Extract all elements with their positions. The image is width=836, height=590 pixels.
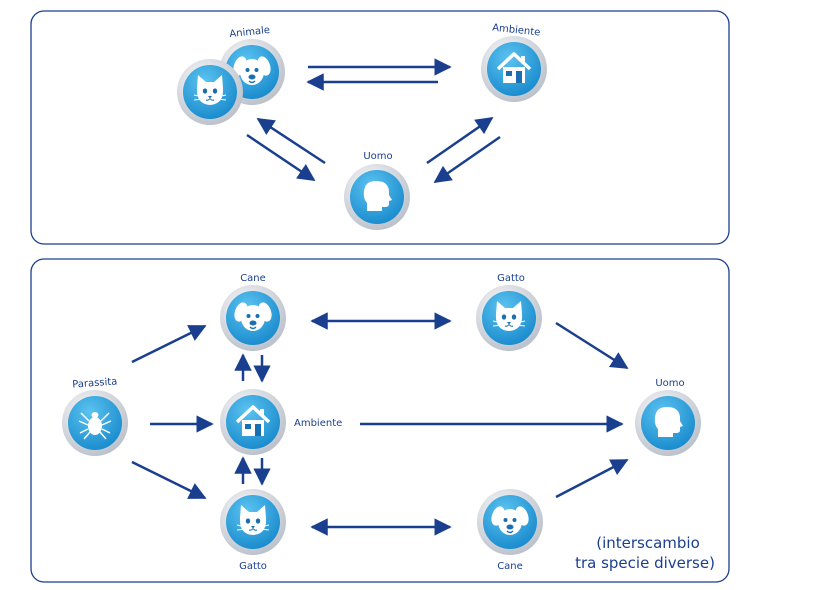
arrow-uomo-to-ambiente [426, 116, 494, 165]
arrow-ambiente-to-uomo [433, 135, 501, 184]
arrow-parassita-to-cane [131, 324, 207, 364]
node-cane-top [220, 285, 286, 351]
label-uomo-bottom: Uomo [655, 378, 684, 389]
note-line-1: (interscambio [596, 534, 700, 552]
label-cane-top: Cane [240, 273, 266, 284]
node-cane-bottom [477, 489, 543, 555]
arrow-animale-to-uomo [246, 133, 316, 182]
node-uomo-bottom [635, 390, 701, 456]
node-ambiente-bottom [220, 389, 286, 455]
node-uomo-top [344, 164, 410, 230]
label-gatto-bottom: Gatto [239, 561, 267, 572]
label-gatto-right: Gatto [497, 273, 525, 284]
top-panel-frame [30, 10, 730, 245]
arrow-cane-to-uomo [555, 458, 629, 499]
label-uomo-top: Uomo [363, 151, 392, 162]
node-ambiente-top [481, 36, 547, 102]
label-parassita: Parassita [72, 376, 118, 390]
node-animale-cat [177, 59, 243, 125]
label-ambiente-bottom: Ambiente [294, 418, 342, 429]
bottom-panel-frame [30, 258, 730, 583]
arrow-parassita-to-gatto [131, 460, 207, 500]
label-cane-bottom: Cane [497, 561, 523, 572]
label-ambiente-top: Ambiente [492, 23, 541, 39]
arrow-uomo-to-animale [256, 117, 326, 165]
node-gatto-bottom [220, 489, 286, 555]
note-line-2: tra specie diverse) [575, 554, 715, 572]
arrow-gatto-to-uomo [555, 321, 629, 370]
node-gatto-right [476, 285, 542, 351]
node-parassita [62, 390, 128, 456]
label-animale: Animale [229, 25, 271, 40]
